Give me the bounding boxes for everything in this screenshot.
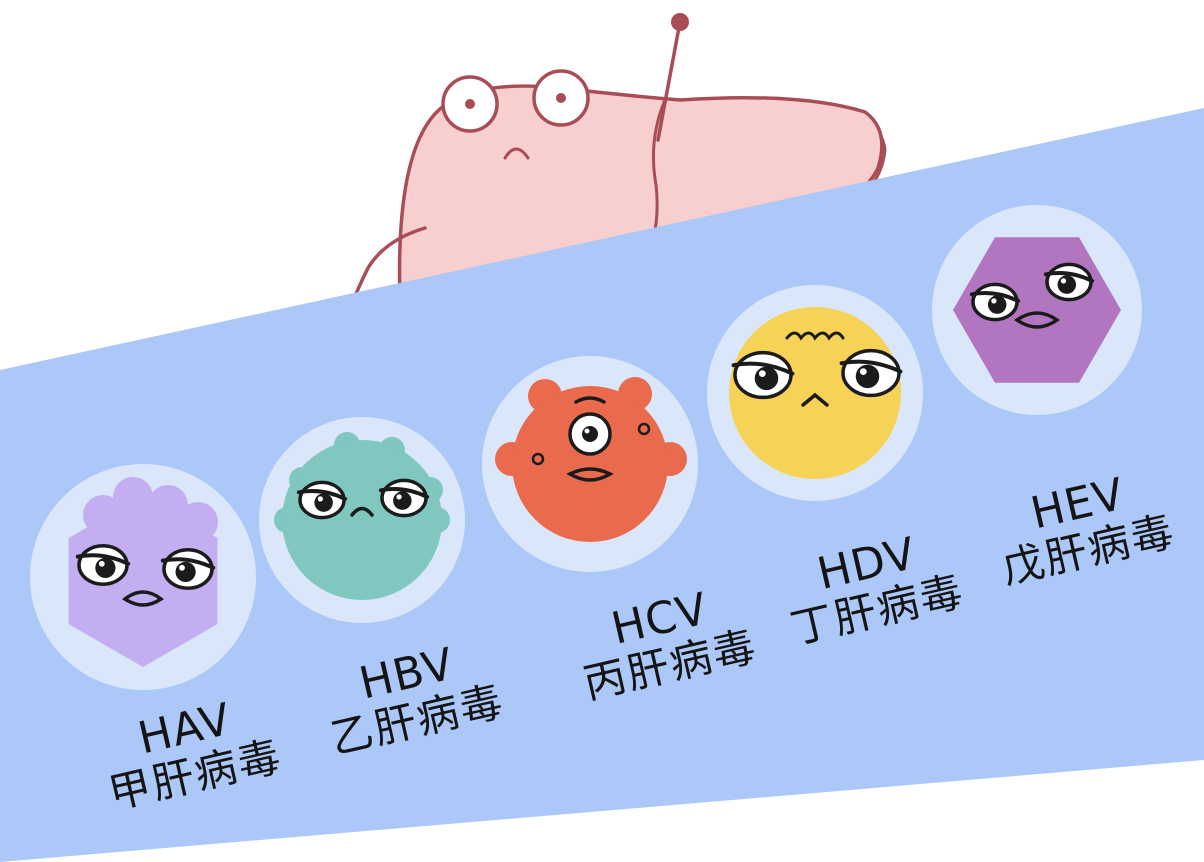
hdv-virus-icon	[707, 285, 923, 501]
hbv-virus-icon	[259, 417, 465, 623]
virus-row	[30, 205, 1142, 690]
hcv-virus-icon	[482, 356, 698, 572]
hev-virus-icon	[932, 205, 1142, 415]
hav-virus-icon	[30, 464, 256, 690]
